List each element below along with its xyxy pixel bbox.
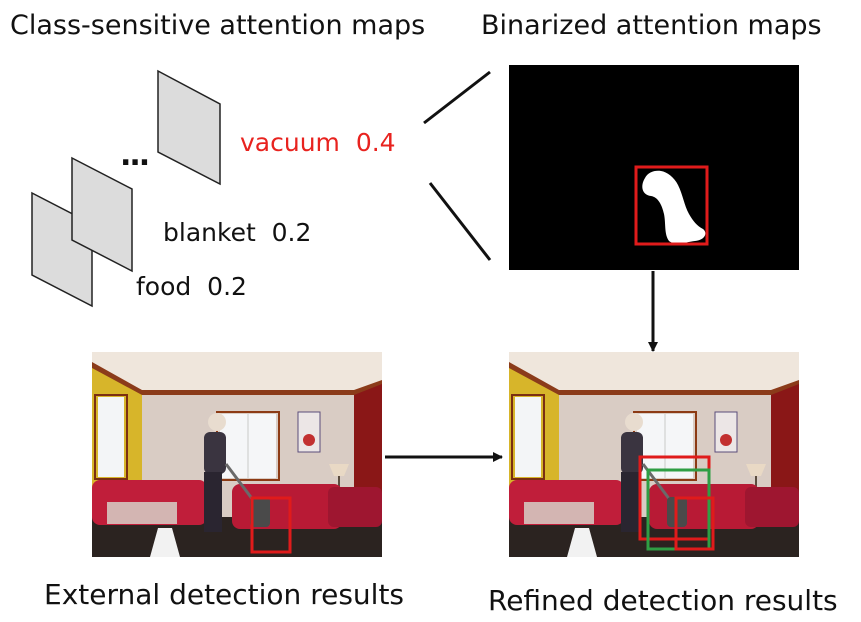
attention-maps-title: Class-sensitive attention maps <box>10 10 426 41</box>
connector-line-upper <box>423 70 491 125</box>
food-name: food <box>136 272 192 301</box>
blanket-score: 0.2 <box>271 218 312 247</box>
external-detection-photo <box>90 350 384 559</box>
vacuum-class-label: vacuum 0.4 <box>240 128 396 157</box>
blanket-class-label: blanket 0.2 <box>163 218 311 247</box>
connector-line-lower <box>428 182 492 261</box>
attention-map-blanket <box>71 156 133 273</box>
refined-red-box-small <box>674 496 715 551</box>
external-results-caption: External detection results <box>44 578 405 611</box>
attention-map-vacuum <box>157 69 221 186</box>
food-class-label: food 0.2 <box>136 272 247 301</box>
ellipsis: ... <box>120 138 150 173</box>
blanket-name: blanket <box>163 218 256 247</box>
binarized-vacuum-blob <box>642 170 706 244</box>
vacuum-name: vacuum <box>240 128 340 157</box>
refined-detection-photo <box>507 350 801 559</box>
food-score: 0.2 <box>207 272 247 301</box>
binarized-maps-title: Binarized attention maps <box>481 10 822 41</box>
binarized-red-box <box>634 165 709 246</box>
refined-results-caption: Refined detection results <box>488 584 838 617</box>
external-red-box <box>250 496 292 554</box>
vacuum-score: 0.4 <box>355 128 396 157</box>
